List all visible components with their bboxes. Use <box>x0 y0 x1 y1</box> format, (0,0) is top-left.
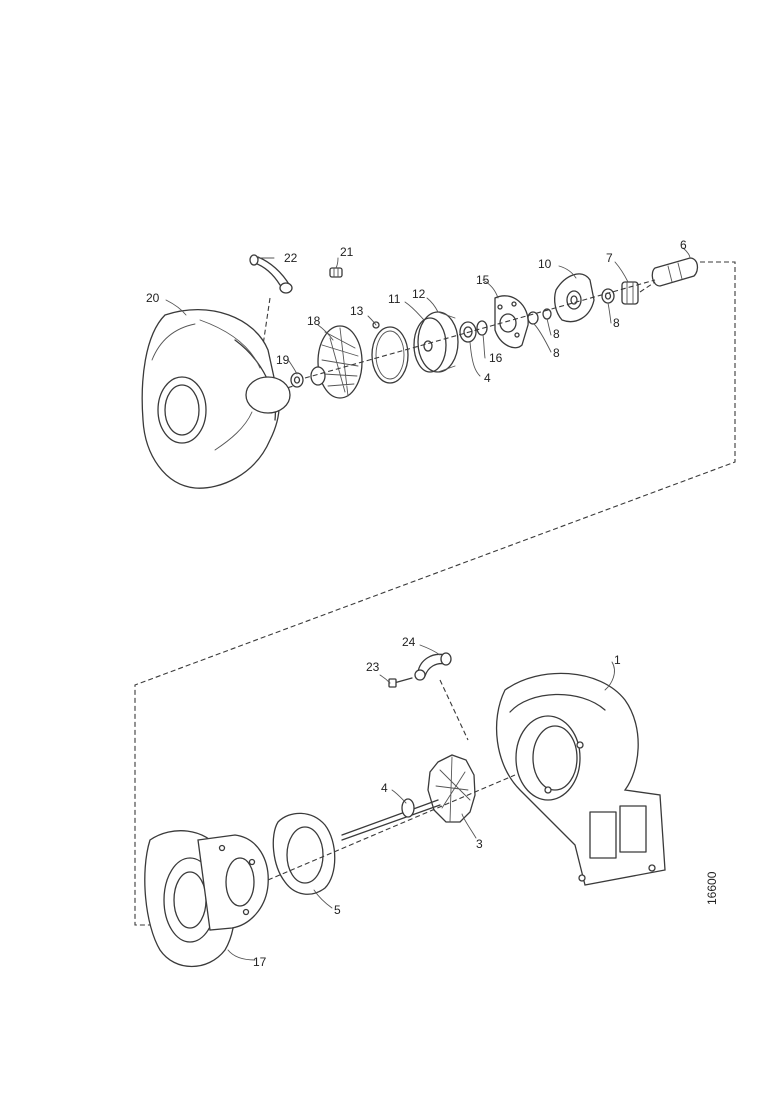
callout-12: 12 <box>412 287 426 301</box>
thrust-bearing <box>494 295 529 349</box>
leader-lines <box>165 247 691 961</box>
callout-labels: 20 22 21 18 19 13 11 12 16 4 15 8 8 10 7… <box>146 238 687 969</box>
snap-ring <box>371 321 409 384</box>
callout-23: 23 <box>366 660 380 674</box>
compressor-nut <box>290 372 304 388</box>
pipe-elbow-lower <box>414 652 452 681</box>
upper-axis-line <box>304 279 656 379</box>
callout-4-upper: 4 <box>484 371 491 385</box>
turbine-wheel-shaft <box>341 754 476 841</box>
callout-7: 7 <box>606 251 613 265</box>
callout-8-b: 8 <box>553 346 560 360</box>
callout-1: 1 <box>614 653 621 667</box>
turbine-housing <box>495 672 666 886</box>
callout-18: 18 <box>307 314 321 328</box>
compressor-wheel <box>310 325 363 399</box>
bolt-fitting <box>388 677 413 688</box>
figure-code: 16600 <box>705 871 719 905</box>
callout-11: 11 <box>388 292 401 306</box>
seal-plate <box>413 311 459 373</box>
callout-16: 16 <box>489 351 503 365</box>
callout-13: 13 <box>350 304 364 318</box>
callout-8-c: 8 <box>613 316 620 330</box>
callout-8-a: 8 <box>553 327 560 341</box>
thrust-sleeve <box>459 320 488 343</box>
callout-3: 3 <box>476 837 483 851</box>
end-fitting <box>639 257 699 293</box>
callout-4-lower: 4 <box>381 781 388 795</box>
callout-19: 19 <box>276 353 290 367</box>
callout-22: 22 <box>284 251 298 265</box>
thrust-collar <box>554 273 595 323</box>
callout-20: 20 <box>146 291 160 305</box>
callout-10: 10 <box>538 257 552 271</box>
heat-shield <box>272 812 336 895</box>
callout-6: 6 <box>680 238 687 252</box>
compressor-housing <box>141 308 291 489</box>
locking-nut <box>621 281 639 305</box>
pipe-elbow-upper <box>249 254 293 294</box>
nipple-fitting <box>329 267 343 278</box>
callout-24: 24 <box>402 635 416 649</box>
lower-axis-line <box>267 774 516 881</box>
callout-15: 15 <box>476 273 490 287</box>
callout-21: 21 <box>340 245 354 259</box>
callout-17: 17 <box>253 955 267 969</box>
center-housing <box>144 830 269 968</box>
callout-5: 5 <box>334 903 341 917</box>
